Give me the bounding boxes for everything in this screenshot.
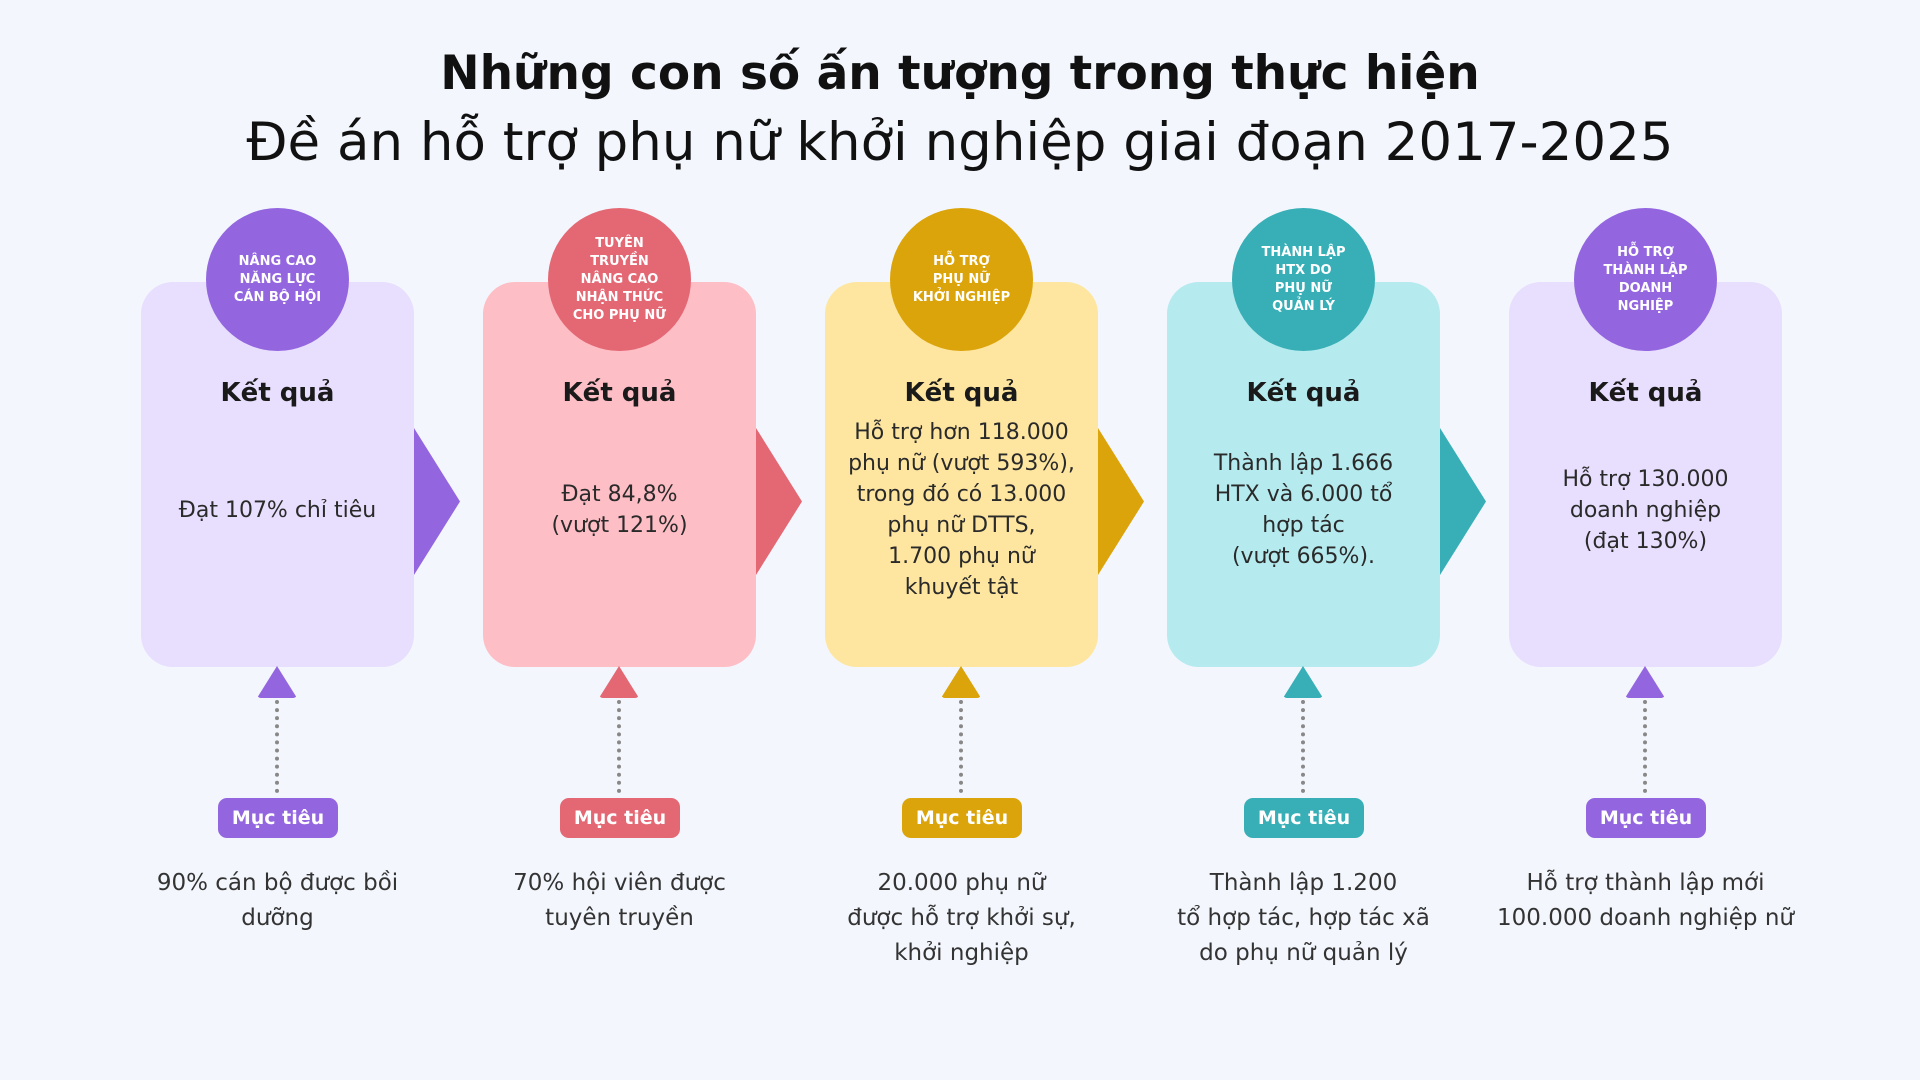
dotted-connector — [275, 700, 279, 793]
arrow-right-icon — [1098, 428, 1144, 575]
result-heading: Kết quả — [904, 378, 1019, 408]
result-heading: Kết quả — [1588, 378, 1703, 408]
category-circle: TUYÊN TRUYỀN NÂNG CAO NHẬN THỨC CHO PHỤ … — [548, 208, 691, 351]
step-column: TUYÊN TRUYỀN NÂNG CAO NHẬN THỨC CHO PHỤ … — [483, 0, 826, 1080]
result-heading: Kết quả — [1246, 378, 1361, 408]
result-text: Đạt 107% chỉ tiêu — [178, 497, 377, 523]
goal-badge: Mục tiêu — [902, 798, 1022, 838]
goal-text: Thành lập 1.200 tổ hợp tác, hợp tác xã d… — [1177, 870, 1430, 966]
goal-text: Hỗ trợ thành lập mới 100.000 doanh nghiệ… — [1496, 870, 1794, 931]
triangle-up-icon — [599, 666, 639, 698]
goal-badge: Mục tiêu — [218, 798, 338, 838]
category-circle: NÂNG CAO NĂNG LỰC CÁN BỘ HỘI — [206, 208, 349, 351]
triangle-up-icon — [941, 666, 981, 698]
arrow-right-icon — [756, 428, 802, 575]
triangle-up-icon — [257, 666, 297, 698]
step-column: HỖ TRỢ THÀNH LẬP DOANH NGHIỆP Kết quả Hỗ… — [1497, 0, 1852, 1080]
goal-text: 20.000 phụ nữ được hỗ trợ khởi sự, khởi … — [847, 870, 1076, 966]
arrow-right-icon — [414, 428, 460, 575]
title-line-1: Những con số ấn tượng trong thực hiện — [440, 46, 1480, 101]
category-circle: HỖ TRỢ PHỤ NỮ KHỞI NGHIỆP — [890, 208, 1033, 351]
result-heading: Kết quả — [220, 378, 335, 408]
goal-badge: Mục tiêu — [1244, 798, 1364, 838]
triangle-up-icon — [1283, 666, 1323, 698]
goal-text: 70% hội viên được tuyên truyền — [513, 870, 726, 931]
goal-badge: Mục tiêu — [1586, 798, 1706, 838]
arrow-right-icon — [1440, 428, 1486, 575]
result-text: Hỗ trợ 130.000 doanh nghiệp (đạt 130%) — [1562, 466, 1729, 554]
result-text: Thành lập 1.666 HTX và 6.000 tổ hợp tác … — [1213, 451, 1394, 569]
dotted-connector — [1301, 700, 1305, 793]
result-text: Đạt 84,8% (vượt 121%) — [551, 482, 688, 538]
dotted-connector — [1643, 700, 1647, 793]
dotted-connector — [959, 700, 963, 793]
category-circle: HỖ TRỢ THÀNH LẬP DOANH NGHIỆP — [1574, 208, 1717, 351]
category-circle: THÀNH LẬP HTX DO PHỤ NỮ QUẢN LÝ — [1232, 208, 1375, 351]
triangle-up-icon — [1625, 666, 1665, 698]
title-line-2: Đề án hỗ trợ phụ nữ khởi nghiệp giai đoạ… — [246, 112, 1674, 173]
step-column: NÂNG CAO NĂNG LỰC CÁN BỘ HỘI Kết quả Đạt… — [141, 0, 484, 1080]
step-column: THÀNH LẬP HTX DO PHỤ NỮ QUẢN LÝ Kết quả … — [1167, 0, 1510, 1080]
goal-text: 90% cán bộ được bồi dưỡng — [156, 870, 399, 931]
step-column: HỖ TRỢ PHỤ NỮ KHỞI NGHIỆP Kết quả Hỗ trợ… — [825, 0, 1168, 1080]
result-text: Hỗ trợ hơn 118.000 phụ nữ (vượt 593%), t… — [848, 420, 1075, 600]
result-heading: Kết quả — [562, 378, 677, 408]
dotted-connector — [617, 700, 621, 793]
goal-badge: Mục tiêu — [560, 798, 680, 838]
